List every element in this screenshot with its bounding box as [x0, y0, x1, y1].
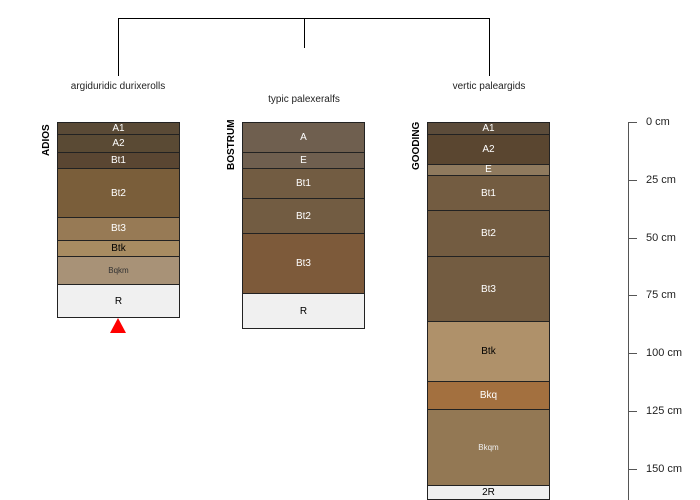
axis-tick-label: 150 cm — [646, 462, 683, 475]
taxon-label: typic palexeralfs — [268, 94, 340, 105]
horizon: Bt3 — [242, 233, 365, 295]
axis-tick — [628, 122, 637, 123]
axis-tick — [628, 353, 637, 355]
horizon: R — [242, 293, 365, 329]
axis-tick — [628, 179, 637, 181]
horizon: R — [57, 283, 180, 319]
horizon: Bt3 — [427, 256, 550, 322]
profile-name: GOODING — [411, 121, 422, 170]
taxon-label: vertic paleargids — [452, 81, 526, 92]
axis-tick-label: 125 cm — [646, 405, 683, 418]
axis-tick-label: 75 cm — [646, 289, 676, 302]
dendrogram-branch — [489, 18, 490, 76]
profile-name: BOSTRUM — [226, 119, 237, 170]
horizon: 2R — [427, 485, 550, 500]
horizon: A2 — [427, 133, 550, 165]
dendrogram-branch — [118, 18, 119, 76]
dendrogram-branch — [304, 18, 305, 48]
horizon: Bt2 — [57, 168, 180, 218]
horizon: Bt1 — [427, 175, 550, 211]
horizon: Bt1 — [242, 168, 365, 200]
horizon: Bkqm — [427, 408, 550, 487]
horizon: A2 — [57, 133, 180, 154]
horizon: Bqkm — [57, 256, 180, 285]
profile-name: ADIOS — [41, 124, 52, 156]
axis-tick-label: 100 cm — [646, 347, 683, 360]
horizon: Bkq — [427, 381, 550, 410]
axis-tick-label: 25 cm — [646, 173, 676, 186]
horizon: Btk — [57, 239, 180, 258]
axis-tick-label: 50 cm — [646, 231, 676, 244]
taxon-label: argiduridic durixerolls — [70, 81, 166, 92]
horizon: Bt2 — [427, 209, 550, 258]
depth-axis — [628, 122, 629, 500]
marker-triangle — [110, 318, 126, 333]
horizon: Bt1 — [57, 152, 180, 170]
horizon: A — [242, 122, 365, 154]
horizon: E — [242, 152, 365, 170]
axis-tick — [628, 295, 637, 297]
axis-tick — [628, 237, 637, 239]
axis-tick-label: 0 cm — [646, 116, 670, 128]
axis-tick — [628, 411, 637, 413]
horizon: Bt3 — [57, 216, 180, 241]
axis-tick — [628, 468, 637, 470]
horizon: Bt2 — [242, 198, 365, 235]
horizon: Btk — [427, 320, 550, 383]
